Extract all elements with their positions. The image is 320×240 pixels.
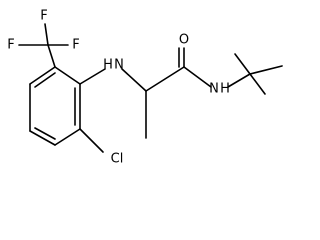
bond-ca-to-carbonyl [145, 66, 185, 92]
ring-bond-3 [54, 128, 81, 146]
amide-hydrogen-label: H [220, 82, 230, 97]
bond-tbu-methyl-top [234, 53, 251, 75]
bond-tbu-methyl-down [249, 73, 266, 95]
chemical-structure-diagram: F F F H N O N H Cl [7, 9, 283, 167]
fluorine-left-label: F [7, 38, 14, 53]
fluorine-right-label: F [72, 38, 79, 53]
ring-bond-1 [54, 66, 81, 85]
bond-ring-to-amine-n [79, 68, 106, 85]
ring-bond-6 [29, 66, 56, 85]
bond-cf3-to-ring [47, 44, 56, 68]
ring-double-bond-c [34, 127, 56, 140]
bond-ring-to-cl [79, 128, 104, 153]
amine-hydrogen-label: H [103, 58, 113, 73]
bond-amide-n-to-tbu [227, 73, 251, 88]
bond-c-f-top [44, 23, 49, 46]
bond-tbu-methyl-right [249, 65, 283, 75]
oxygen-label: O [179, 33, 189, 48]
amine-nitrogen-label: N [114, 58, 124, 73]
fluorine-top-label: F [40, 9, 47, 24]
ring-bond-4 [29, 130, 56, 146]
chlorine-label: Cl [111, 152, 124, 167]
bond-carbonyl-to-amide-n [183, 66, 212, 88]
amide-nitrogen-label: N [209, 82, 219, 97]
bond-amine-n-to-ca [121, 68, 147, 92]
ring-double-bond-b [34, 72, 56, 88]
